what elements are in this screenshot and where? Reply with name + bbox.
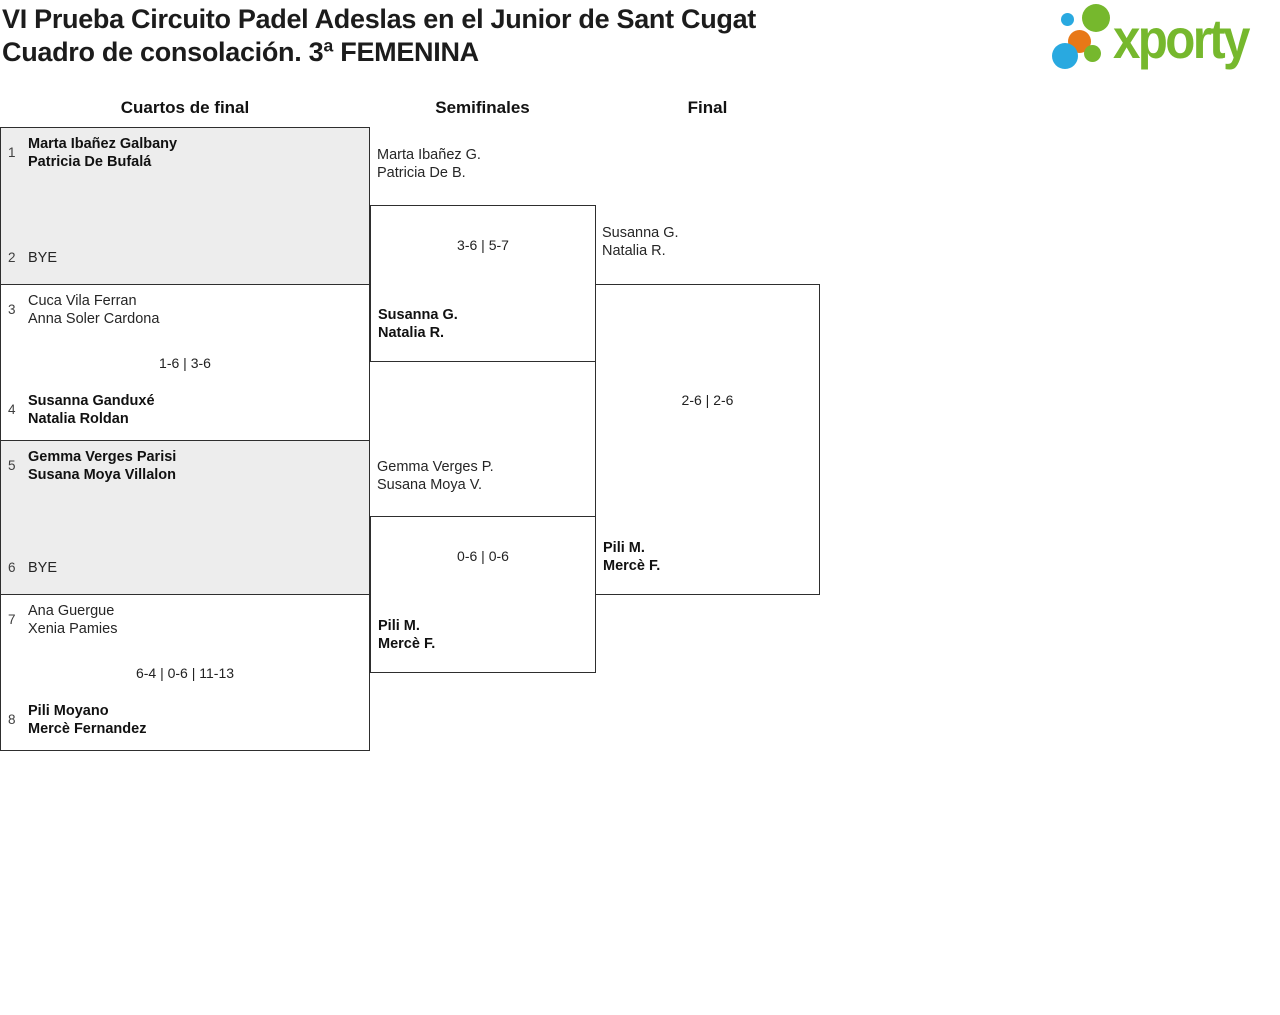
logo-dot-blue-small-icon (1061, 13, 1074, 26)
page-title-line1: VI Prueba Circuito Padel Adeslas en el J… (2, 4, 756, 34)
player-name: Anna Soler Cardona (28, 311, 160, 327)
match-score: 3-6 | 5-7 (457, 237, 509, 253)
match-score: 0-6 | 0-6 (457, 548, 509, 564)
seed-number: 7 (8, 612, 16, 627)
player-name: Mercè F. (603, 558, 661, 574)
bye-label: BYE (28, 560, 58, 576)
team-name: BYE (28, 249, 57, 267)
match-box-qf1: 1 Marta Ibañez Galbany Patricia De Bufal… (0, 127, 370, 285)
player-name: Marta Ibañez G. (377, 147, 481, 163)
sf1-top-team: Marta Ibañez G. Patricia De B. (377, 146, 481, 182)
final-top-team: Susanna G. Natalia R. (602, 224, 679, 260)
player-name: Susanna Ganduxé (28, 393, 155, 409)
team-slot-seed5: 5 Gemma Verges Parisi Susana Moya Villal… (8, 448, 361, 484)
page-title: VI Prueba Circuito Padel Adeslas en el J… (2, 3, 756, 69)
team-name: Marta Ibañez Galbany Patricia De Bufalá (28, 135, 177, 171)
team-name: Pili Moyano Mercè Fernandez (28, 702, 146, 738)
sf1-bottom-team: Susanna G. Natalia R. (378, 306, 458, 342)
xporty-wordmark: xporty (1113, 7, 1250, 70)
sf2-bottom-team: Pili M. Mercè F. (378, 617, 435, 653)
player-name: Cuca Vila Ferran (28, 293, 137, 309)
player-name: Mercè Fernandez (28, 721, 147, 737)
team-name: Gemma Verges Parisi Susana Moya Villalon (28, 448, 176, 484)
round-header-cuartos: Cuartos de final (120, 98, 250, 117)
bye-label: BYE (28, 250, 58, 266)
team-slot-seed1: 1 Marta Ibañez Galbany Patricia De Bufal… (8, 135, 361, 171)
player-name: Patricia De B. (377, 165, 466, 181)
team-name: Cuca Vila Ferran Anna Soler Cardona (28, 292, 159, 328)
player-name: Susanna G. (378, 307, 458, 323)
seed-number: 2 (8, 250, 16, 265)
player-name: Natalia R. (378, 325, 445, 341)
team-name: BYE (28, 559, 57, 577)
player-name: Mercè F. (378, 636, 436, 652)
round-header-final: Final (687, 98, 728, 117)
team-name: Susanna Ganduxé Natalia Roldan (28, 392, 155, 428)
seed-number: 6 (8, 560, 16, 575)
match-score: 6-4 | 0-6 | 11-13 (135, 664, 235, 681)
team-slot-seed8: 8 Pili Moyano Mercè Fernandez (8, 702, 361, 738)
player-name: Xenia Pamies (28, 621, 118, 637)
team-name: Ana Guergue Xenia Pamies (28, 602, 117, 638)
player-name: Patricia De Bufalá (28, 154, 152, 170)
seed-number: 8 (8, 712, 16, 727)
player-name: Gemma Verges Parisi (28, 449, 177, 465)
player-name: Natalia Roldan (28, 411, 129, 427)
final-bottom-team: Pili M. Mercè F. (603, 539, 660, 575)
player-name: Ana Guergue (28, 603, 115, 619)
player-name: Marta Ibañez Galbany (28, 136, 178, 152)
page-title-line2: Cuadro de consolación. 3ª FEMENINA (2, 37, 479, 67)
team-slot-seed6: 6 BYE (8, 559, 361, 577)
player-name: Susana Moya Villalon (28, 467, 177, 483)
match-box-sf2: 0-6 | 0-6 Pili M. Mercè F. (370, 516, 596, 673)
player-name: Natalia R. (602, 243, 666, 259)
seed-number: 4 (8, 402, 16, 417)
seed-number: 3 (8, 302, 16, 317)
player-name: Pili M. (603, 540, 645, 556)
team-slot-seed3: 3 Cuca Vila Ferran Anna Soler Cardona (8, 292, 361, 328)
match-score: 2-6 | 2-6 (681, 392, 734, 408)
match-box-qf2: 3 Cuca Vila Ferran Anna Soler Cardona 1-… (0, 284, 370, 441)
player-name: Susanna G. (602, 225, 679, 241)
player-name: Gemma Verges P. (377, 459, 494, 475)
match-box-qf3: 5 Gemma Verges Parisi Susana Moya Villal… (0, 440, 370, 595)
match-box-sf1: 3-6 | 5-7 Susanna G. Natalia R. (370, 205, 596, 362)
xporty-logo: xporty (1048, 0, 1280, 80)
match-box-qf4: 7 Ana Guergue Xenia Pamies 6-4 | 0-6 | 1… (0, 594, 370, 751)
seed-number: 5 (8, 458, 16, 473)
team-slot-seed7: 7 Ana Guergue Xenia Pamies (8, 602, 361, 638)
match-box-final: 2-6 | 2-6 Pili M. Mercè F. (595, 284, 820, 595)
player-name: Pili M. (378, 618, 420, 634)
logo-dot-green-large-icon (1082, 4, 1110, 32)
round-header-semifinales: Semifinales (435, 98, 530, 117)
match-score: 1-6 | 3-6 (159, 354, 211, 371)
team-slot-seed4: 4 Susanna Ganduxé Natalia Roldan (8, 392, 361, 428)
sf2-top-team: Gemma Verges P. Susana Moya V. (377, 458, 494, 494)
logo-dot-green-small-icon (1084, 45, 1101, 62)
team-slot-seed2: 2 BYE (8, 249, 361, 267)
seed-number: 1 (8, 145, 16, 160)
player-name: Pili Moyano (28, 703, 109, 719)
logo-dot-blue-large-icon (1052, 43, 1078, 69)
player-name: Susana Moya V. (377, 477, 483, 493)
